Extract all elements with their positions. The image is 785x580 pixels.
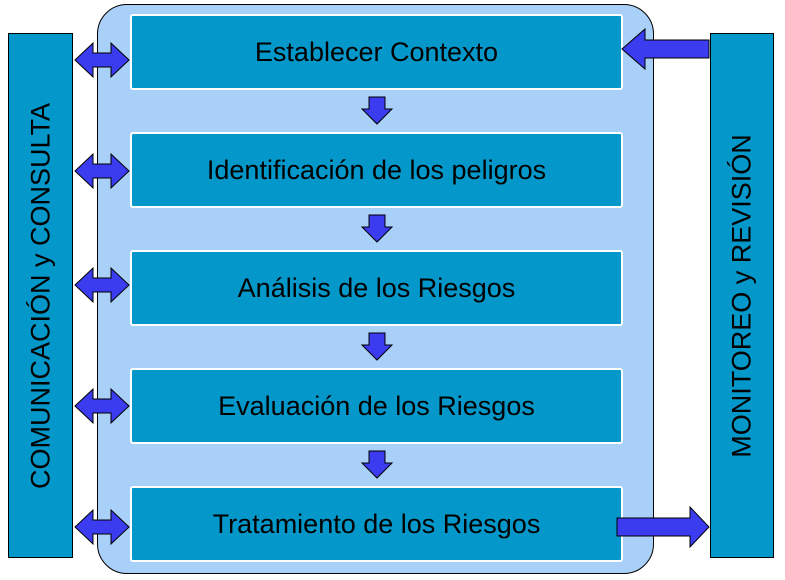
step-risk-treatment: Tratamiento de los Riesgos bbox=[130, 486, 623, 562]
down-arrow-2 bbox=[360, 214, 394, 243]
step-label: Análisis de los Riesgos bbox=[237, 272, 516, 303]
double-arrow-2 bbox=[74, 152, 130, 190]
step-label: Tratamiento de los Riesgos bbox=[212, 508, 541, 539]
double-arrow-4 bbox=[74, 387, 130, 425]
left-arrow-monitoring bbox=[621, 27, 710, 71]
down-arrow-1 bbox=[360, 96, 394, 125]
down-arrow-4 bbox=[360, 450, 394, 479]
monitoring-review-bar: MONITOREO y REVISIÓN bbox=[710, 33, 774, 558]
step-label: Identificación de los peligros bbox=[206, 154, 547, 185]
double-arrow-1 bbox=[74, 41, 130, 79]
double-arrow-3 bbox=[74, 266, 130, 304]
step-label: Evaluación de los Riesgos bbox=[218, 390, 535, 421]
double-arrow-5 bbox=[74, 508, 130, 546]
down-arrow-3 bbox=[360, 332, 394, 361]
step-risk-evaluation: Evaluación de los Riesgos bbox=[130, 368, 623, 444]
communication-consultation-bar: COMUNICACIÓN y CONSULTA bbox=[8, 33, 73, 558]
step-label: Establecer Contexto bbox=[254, 36, 499, 67]
right-arrow-treatment bbox=[616, 505, 710, 549]
step-risk-analysis: Análisis de los Riesgos bbox=[130, 250, 623, 326]
step-establish-context: Establecer Contexto bbox=[130, 14, 623, 90]
step-hazard-identification: Identificación de los peligros bbox=[130, 132, 623, 208]
